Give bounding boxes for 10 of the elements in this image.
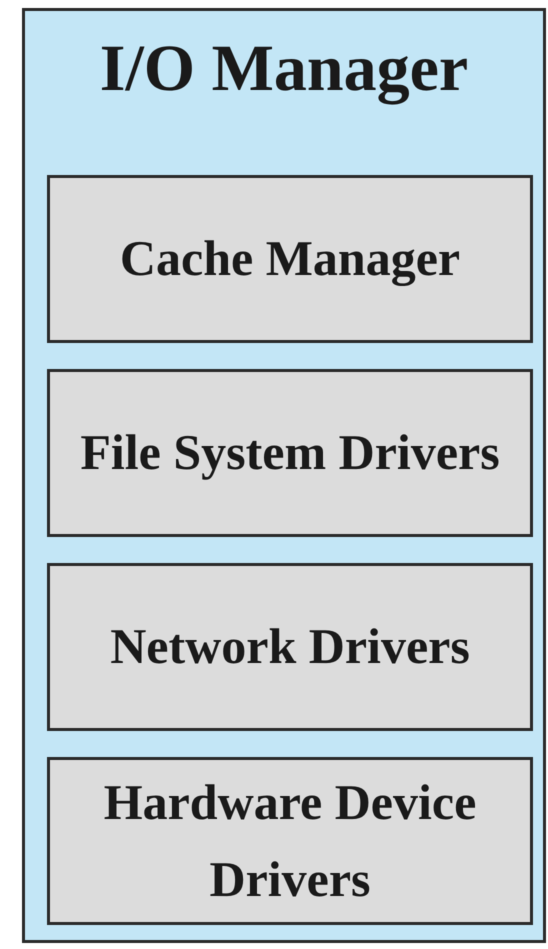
component-label: Hardware Device Drivers <box>102 772 478 909</box>
container-box <box>22 8 546 943</box>
component-label: Network Drivers <box>110 617 470 676</box>
component-box <box>47 757 533 925</box>
container-title: I/O Manager <box>98 33 470 106</box>
component-box <box>47 175 533 343</box>
component-label: File System Drivers <box>80 423 500 482</box>
component-box <box>47 369 533 537</box>
component-box <box>47 563 533 731</box>
component-label: Cache Manager <box>120 229 460 288</box>
